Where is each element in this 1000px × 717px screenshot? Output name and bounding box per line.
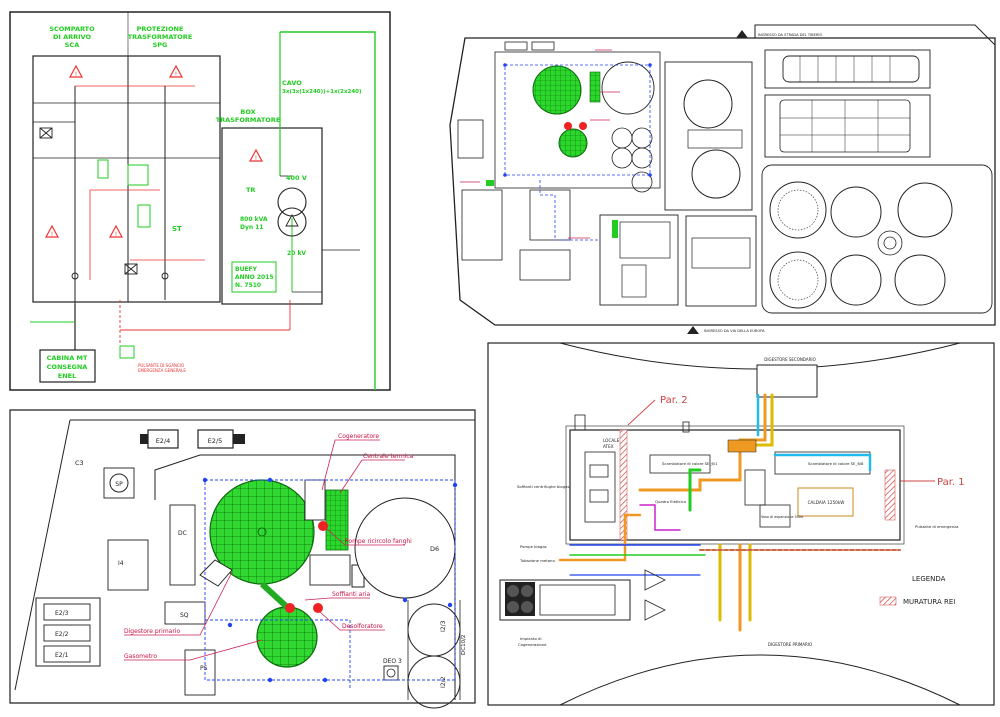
tag-e25: E2/5	[208, 437, 223, 445]
road-bottom-label: INGRESSO DA VIA DELLA EUROPA	[704, 329, 765, 333]
transformer-icon	[277, 187, 307, 237]
tag-sq: SQ	[180, 612, 189, 619]
scambiatore-1-label: Scambiatore di calore SE_6/1	[662, 461, 718, 466]
tag-e21: E2/1	[55, 652, 69, 659]
label-gasometro: Gasometro	[124, 653, 157, 660]
tag-i23: I2/3	[440, 620, 447, 632]
vaso-label: Vaso di espansione 500lt	[761, 515, 804, 519]
svg-text:!: !	[255, 155, 257, 162]
voltage-400-label: 400 V	[286, 174, 307, 182]
caldaia-label: CALDAIA 1250kW	[808, 500, 845, 505]
cable-label-line1: CAVO	[282, 79, 302, 87]
transformer-power-label: 800 kVA	[240, 216, 268, 223]
impianto-label-line2: Cogenerazione	[518, 642, 547, 647]
partition-label-par2: Par. 2	[660, 395, 688, 406]
tag-deo3: DEO 3	[383, 658, 402, 665]
partition-label-par1: Par. 1	[937, 477, 965, 488]
emergency-label-line1: PULSANTE DI SGANCIO	[138, 363, 184, 368]
label-digestore-primario: Digestore primario	[124, 628, 180, 635]
legend-item-muratura: MURATURA REI	[903, 598, 955, 606]
tag-i22: I2/2	[440, 676, 447, 688]
box-label-line2: TRASFORMATORE	[216, 116, 281, 124]
svg-text:!: !	[115, 231, 117, 238]
svg-text:!: !	[75, 71, 77, 78]
svg-text:!: !	[51, 231, 53, 238]
tag-e22: E2/2	[55, 631, 69, 638]
transformer-tr-label: TR	[246, 186, 255, 194]
svg-text:!: !	[175, 71, 177, 78]
secondary-digester-label: DIGESTORE SECONDARIO	[764, 357, 815, 362]
transformer-meta-line2: ANNO 2015	[235, 274, 274, 281]
boiler-plan-panel: DIGESTORE SECONDARIO DIGESTORE PRIMARIO …	[487, 342, 995, 706]
locale-label-line2: ATEX	[603, 444, 614, 449]
cabin-label-line1: CABINA MT	[47, 354, 88, 362]
pompe-biogas-label: Pompe biogas	[520, 544, 547, 549]
impianto-label-line1: Impianto di	[520, 636, 542, 641]
tag-e24: E2/4	[156, 437, 171, 445]
title-protection-line3: SPG	[153, 41, 168, 49]
detail-plan-panel: E2/4 E2/5 C3 SP DC I4 SQ E2/3 E2/2 E2/1 …	[9, 409, 476, 709]
st-label: ST	[172, 225, 182, 233]
transformer-meta-line3: N. 7510	[235, 282, 261, 289]
road-top-label: INGRESSO DA STRADA DEL TIBERIO	[758, 33, 822, 37]
warning-triangle-icon	[44, 64, 264, 238]
tag-ps: PS	[200, 665, 208, 672]
locale-label-line1: LOCALE	[603, 438, 620, 443]
pulsante-label: Pulsante di emergenza	[915, 524, 958, 529]
title-protection-line1: PROTEZIONE	[137, 25, 184, 33]
title-arrival-line2: DI ARRIVO	[53, 33, 91, 41]
tag-dc: DC	[178, 530, 187, 537]
tubazione-label: Tubazione metano	[519, 558, 555, 563]
label-desolforatore: Desolforatore	[342, 623, 383, 630]
primary-digester-label: DIGESTORE PRIMARIO	[768, 642, 812, 647]
voltage-20kv-label: 20 kV	[287, 250, 306, 257]
label-soffianti-aria: Soffianti aria	[332, 591, 370, 598]
title-arrival-line1: SCOMPARTO	[49, 25, 95, 33]
title-arrival-line3: SCA	[65, 41, 79, 49]
tag-d6: D6	[430, 545, 439, 553]
cable-label-line2: 3x(3x(1x240))+1x(2x240)	[282, 89, 362, 95]
cabin-label-line3: ENEL	[58, 372, 76, 380]
scambiatore-2-label: Scambiatore di calore SE_6/8	[808, 461, 864, 466]
tag-i4: I4	[118, 560, 124, 567]
label-cogeneratore: Cogeneratore	[338, 433, 379, 440]
transformer-dyn-label: Dyn 11	[240, 224, 264, 231]
label-pompe-ricircolo: Pompe ricircolo fanghi	[345, 538, 412, 545]
cabin-label-line2: CONSEGNA	[47, 363, 88, 371]
title-protection-line2: TRASFORMATORE	[128, 33, 193, 41]
label-centrale-termica: Centrale termica	[363, 453, 414, 460]
legend: LEGENDA MURATURA REI	[879, 575, 955, 606]
site-plan-panel: INGRESSO DA STRADA DEL TIBERIO INGRESSO …	[449, 24, 996, 334]
tag-e23: E2/3	[55, 610, 69, 617]
electrical-panel: SCOMPARTO DI ARRIVO SCA PROTEZIONE TRASF…	[9, 11, 391, 391]
tag-dc102: DC10/2	[461, 635, 467, 655]
box-label-line1: BOX	[240, 108, 255, 116]
emergency-label-line2: EMERGENZA GENERALE	[138, 368, 186, 373]
quadro-label: Quadro Elettrico	[655, 499, 687, 504]
soffianti-label: Soffianti centrifughe biogas	[517, 484, 569, 489]
legend-title: LEGENDA	[912, 575, 946, 583]
tag-c3: C3	[75, 459, 84, 467]
transformer-meta-line1: BUEFY	[235, 266, 258, 273]
tag-sp: SP	[115, 481, 123, 488]
